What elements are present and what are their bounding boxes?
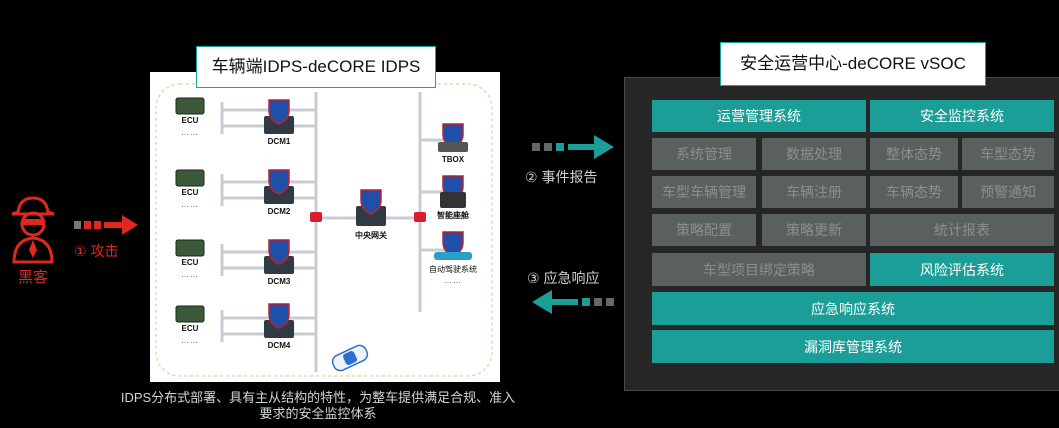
ecu-label-2: ECU	[181, 188, 199, 197]
gateway-label: 中央网关	[355, 231, 387, 240]
vehicle-network-diagram	[155, 83, 493, 377]
ecu-ellipsis-2: ……	[181, 200, 199, 209]
dcm-label-3: DCM3	[267, 277, 291, 286]
vehicle-situation: 车辆态势	[870, 176, 958, 208]
ecu-label-4: ECU	[181, 324, 199, 333]
vehicle-idps-panel: ECU …… ECU …… ECU …… ECU …… DCM1 DCM2 DC…	[150, 72, 500, 382]
event-report-label: ② 事件报告	[525, 169, 598, 185]
vehicle-idps-title: 车辆端IDPS-deCORE IDPS	[196, 46, 436, 88]
emergency-response-label: ③ 应急响应	[527, 270, 600, 286]
risk-assessment-system: 风险评估系统	[870, 253, 1054, 286]
overall-situation: 整体态势	[870, 138, 958, 170]
ecu-ellipsis-1: ……	[181, 128, 199, 137]
soc-title: 安全运营中心-deCORE vSOC	[720, 42, 986, 86]
dcm-label-4: DCM4	[267, 341, 291, 350]
dcm-label-2: DCM2	[267, 207, 291, 216]
vulnerability-db-system: 漏洞库管理系统	[652, 330, 1054, 363]
dcm-label-1: DCM1	[267, 137, 291, 146]
model-vehicle-management: 车型车辆管理	[652, 176, 756, 208]
data-processing: 数据处理	[762, 138, 866, 170]
ecu-label-1: ECU	[181, 116, 199, 125]
ecu-ellipsis-3: ……	[181, 270, 199, 279]
cockpit-label: 智能座舱	[437, 211, 469, 220]
policy-update: 策略更新	[762, 214, 866, 246]
attack-label: ① 攻击	[74, 243, 119, 259]
adas-ellipsis: ……	[444, 276, 462, 285]
vehicle-registration: 车辆注册	[762, 176, 866, 208]
model-situation: 车型态势	[962, 138, 1054, 170]
event-report-arrow	[532, 135, 614, 159]
system-management: 系统管理	[652, 138, 756, 170]
statistics-report: 统计报表	[870, 214, 1054, 246]
ecu-ellipsis-4: ……	[181, 336, 199, 345]
model-project-binding-policy: 车型项目绑定策略	[652, 253, 866, 286]
emergency-response-system: 应急响应系统	[652, 292, 1054, 325]
ops-management-system: 运营管理系统	[652, 100, 866, 132]
hacker-label: 黑客	[17, 269, 48, 286]
tbox-label: TBOX	[441, 155, 465, 164]
emergency-response-arrow	[532, 290, 614, 314]
attack-arrow	[74, 215, 138, 235]
vehicle-idps-caption: IDPS分布式部署、具有主从结构的特性，为整车提供满足合规、准入要求的安全监控体…	[120, 390, 516, 421]
policy-config: 策略配置	[652, 214, 756, 246]
alert-notification: 预警通知	[962, 176, 1054, 208]
adas-label: 自动驾驶系统	[429, 265, 477, 274]
security-monitoring-system: 安全监控系统	[870, 100, 1054, 132]
hacker-icon	[11, 196, 55, 264]
ecu-label-3: ECU	[181, 258, 199, 267]
